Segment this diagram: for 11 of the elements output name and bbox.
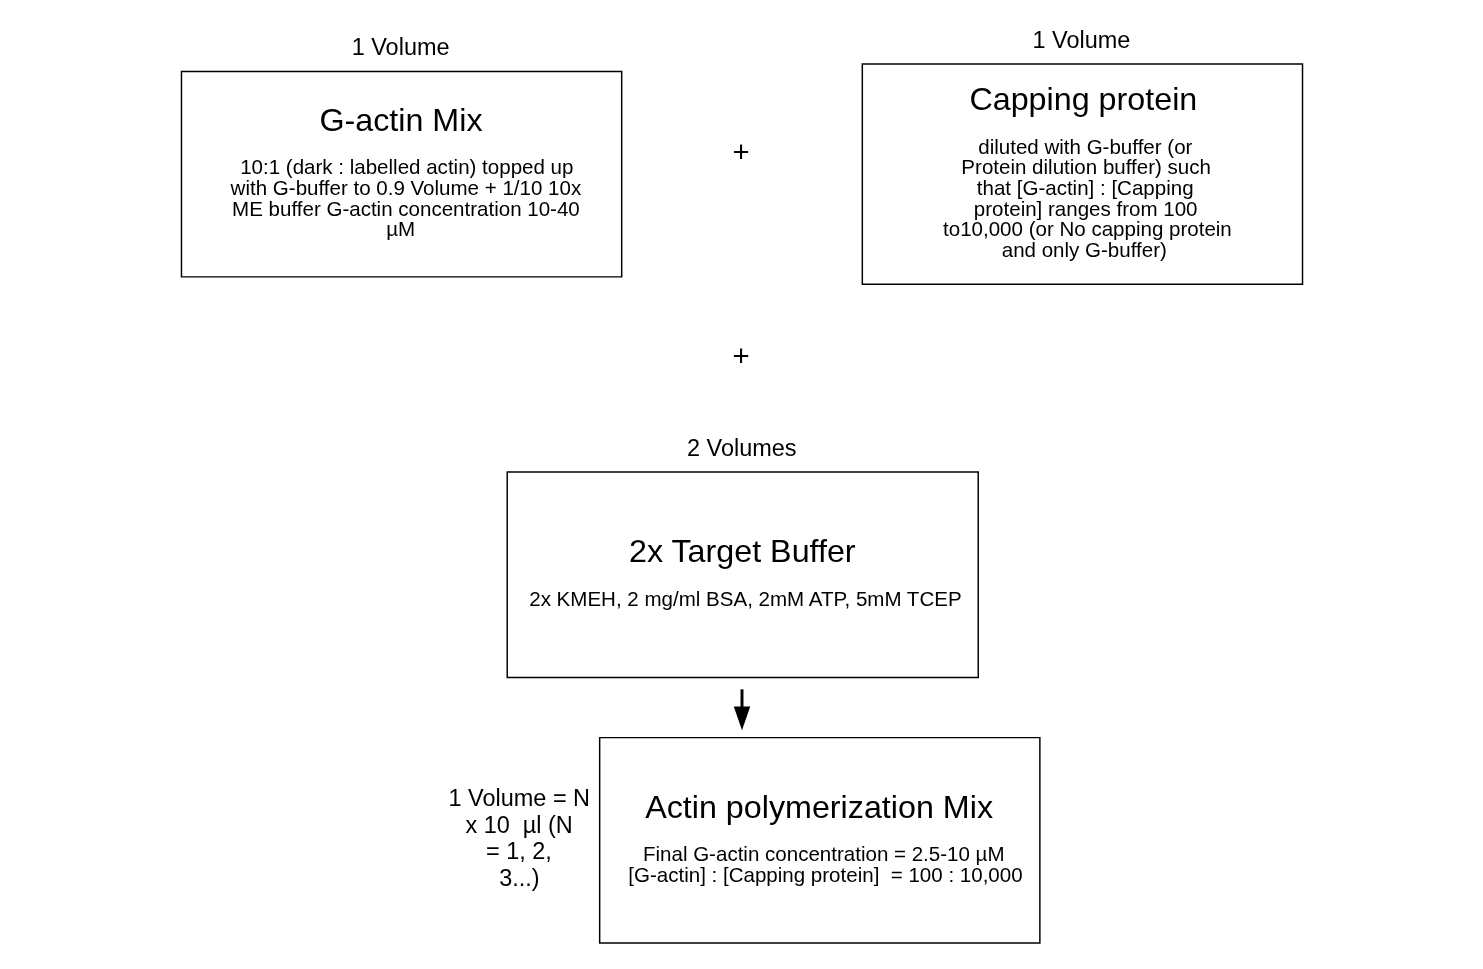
label: + <box>731 339 750 373</box>
node-box: Capping protein diluted with G-buffer (or Protein dilution buffer) such that [G-actin] : [Capping protein] ranges from 100 to10,000 (or No capping protein and only G-buffer) <box>861 63 1303 285</box>
node-label: 1 Volume = N x 10 µl (N = 1, 2, 3...) <box>448 785 590 891</box>
node-box: 2x Target Buffer 2x KMEH, 2 mg/ml BSA, 2mM ATP, 5mM TCEP <box>506 471 979 679</box>
node-label: 2 Volumes <box>686 434 797 461</box>
label: + <box>731 135 750 169</box>
node-box: Actin polymerization Mix Final G-actin concentration = 2.5-10 µM [G-actin] : [Capping protein] = 100 : 10,000 <box>598 736 1041 944</box>
node-label: 1 Volume <box>1032 26 1130 53</box>
node-box: G-actin Mix 10:1 (dark : labelled actin) topped up with G-buffer to 0.9 Volume + 1/10 10x ME buffer G-actin concentration 10-40 µM <box>180 70 622 278</box>
arrow <box>733 689 750 731</box>
node-label: 1 Volume <box>351 34 450 61</box>
